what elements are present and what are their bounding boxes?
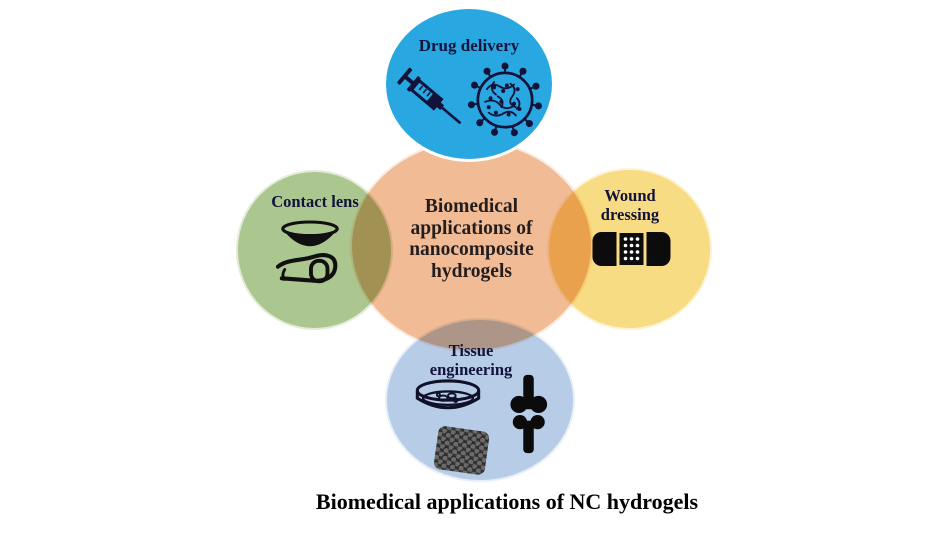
- center-label: Biomedical applications of nanocomposite…: [350, 196, 593, 282]
- drug-delivery-label: Drug delivery: [418, 36, 520, 55]
- contact-lens-circle: [236, 170, 393, 330]
- syringe-icon: [397, 67, 462, 125]
- wound-dressing-label-line: Wound: [604, 186, 656, 205]
- contact-lens-label: Contact lens: [271, 192, 359, 211]
- figure-caption: Biomedical applications of NC hydrogels: [315, 489, 699, 514]
- center-label-line: applications of: [410, 217, 533, 239]
- center-label-line: nanocomposite: [409, 239, 534, 260]
- wound-dressing-label-line: dressing: [600, 205, 660, 225]
- tissue-engineering-label-line: engineering: [429, 360, 513, 380]
- center-label-line: Biomedical: [424, 196, 519, 217]
- tissue-engineering-label: Tissue engineering: [388, 341, 554, 380]
- nanoparticle-network-icon: [467, 62, 542, 137]
- center-label-line: hydrogels: [431, 260, 512, 282]
- wound-dressing-label: Wound dressing: [560, 186, 700, 225]
- petri-dish-icon: [415, 379, 481, 410]
- adhesive-bandage-icon: [592, 232, 671, 266]
- tissue-engineering-label-line: Tissue: [448, 341, 494, 360]
- contact-lens-on-finger-icon: [276, 220, 339, 284]
- scaffold-icon: [434, 426, 490, 475]
- knee-joint-icon: [510, 374, 548, 454]
